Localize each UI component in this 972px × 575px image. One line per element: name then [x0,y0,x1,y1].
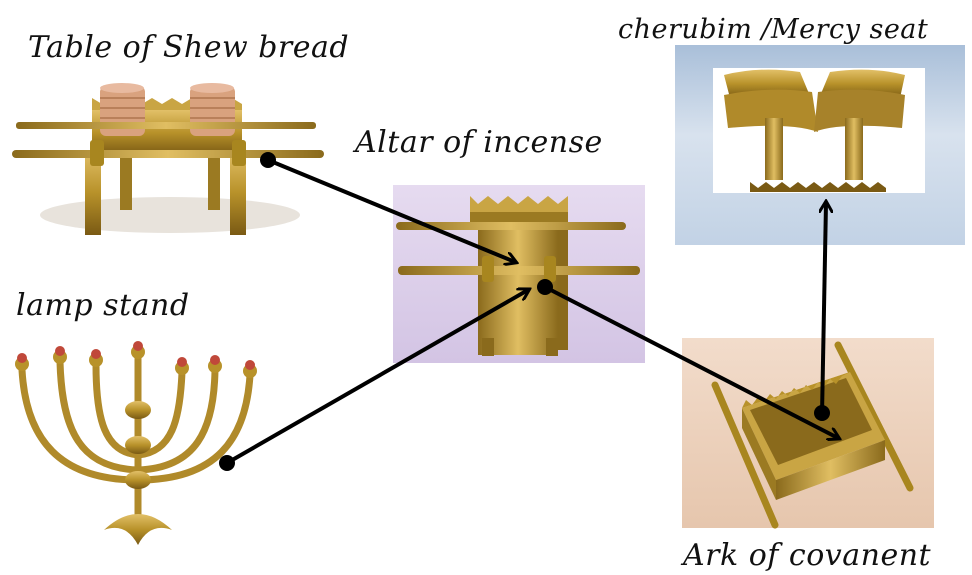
ark-of-covenant-illustration [715,345,910,525]
table-of-shewbread-illustration [12,83,324,235]
dot-lamp [219,455,235,471]
altar-of-incense-illustration [396,196,640,356]
arrow-altar-to-ark [545,287,838,438]
dot-ark [814,405,830,421]
arrow-lamp-to-altar [227,290,528,463]
lamp-stand-illustration [22,355,250,515]
dot-table [260,152,276,168]
dot-altar [537,279,553,295]
cherubim-mercy-seat-illustration [713,68,925,193]
